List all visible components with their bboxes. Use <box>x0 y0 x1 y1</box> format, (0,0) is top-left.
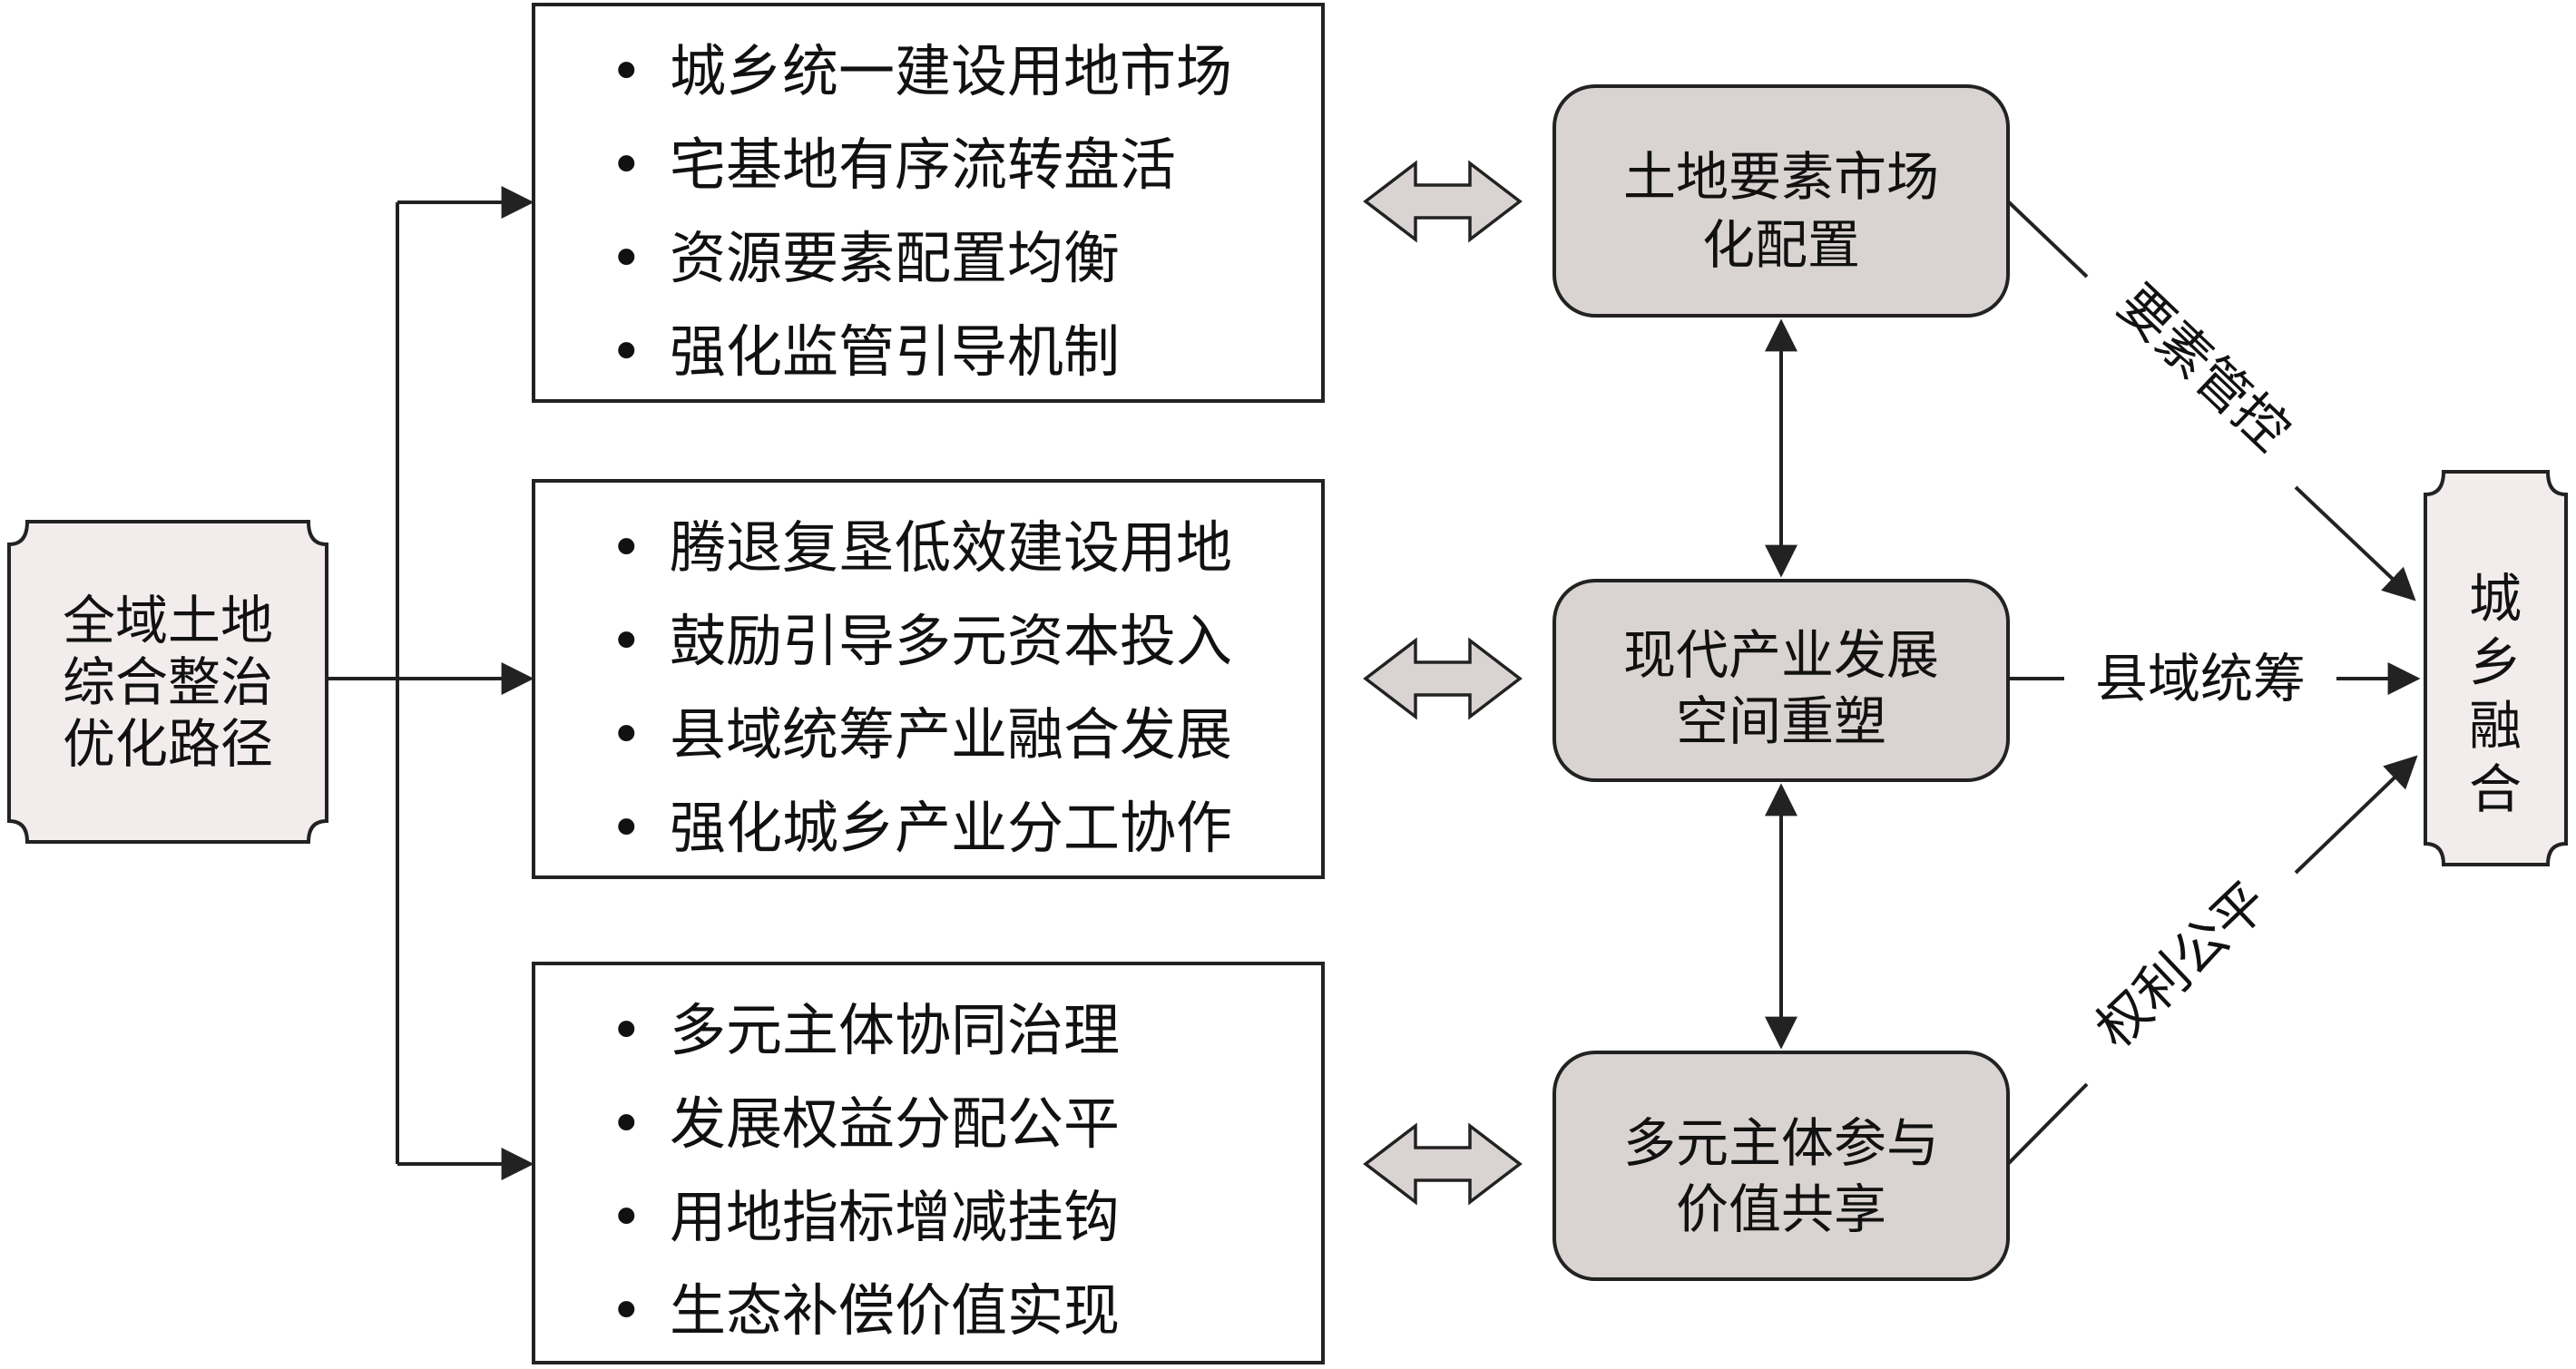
list-1-item-2: 宅基地有序流转盘活 <box>670 132 1176 198</box>
mechanism-3-line-2: 价值共享 <box>1676 1178 1886 1240</box>
list-3-item-4: 生态补偿价值实现 <box>670 1277 1120 1344</box>
mechanism-1-line-1: 土地要素市场 <box>1623 146 1939 208</box>
list-box-1 <box>532 3 1325 403</box>
edge-top: 要素管控 <box>2006 200 2416 601</box>
bullet-icon: • <box>610 1184 643 1250</box>
bullet-icon: • <box>610 701 643 768</box>
target-line-2-char-2: 合 <box>2469 758 2522 820</box>
list-3-item-2: 发展权益分配公平 <box>670 1090 1120 1157</box>
mechanism-1-line-2: 化配置 <box>1702 214 1860 276</box>
list-3-item-3: 用地指标增减挂钩 <box>670 1184 1120 1250</box>
edge-label-top: 要素管控 <box>2106 273 2301 463</box>
list-box-3 <box>532 962 1325 1364</box>
double-arrow-3 <box>1363 1122 1523 1206</box>
bullet-icon: • <box>610 318 643 385</box>
list-box-2 <box>532 479 1325 879</box>
bullet-icon: • <box>610 997 643 1063</box>
source-box: 全域土地 综合整治 优化路径 <box>7 520 328 844</box>
branch-connectors <box>327 186 534 1180</box>
target-line-2-char-1: 融 <box>2469 695 2522 757</box>
bullet-icon: • <box>610 38 643 104</box>
source-line-3: 优化路径 <box>63 713 273 775</box>
list-1-item-1: 城乡统一建设用地市场 <box>670 38 1232 104</box>
list-2-item-2: 鼓励引导多元资本投入 <box>670 608 1232 674</box>
source-line-1: 全域土地 <box>63 590 273 651</box>
list-2-item-3: 县域统筹产业融合发展 <box>670 701 1232 768</box>
edge-label-middle: 县域统筹 <box>2095 648 2306 709</box>
bullet-icon: • <box>610 132 643 198</box>
bullet-icon: • <box>610 514 643 581</box>
list-2-item-1: 腾退复垦低效建设用地 <box>670 514 1232 581</box>
list-1-item-3: 资源要素配置均衡 <box>670 225 1120 291</box>
mechanism-box-1: 土地要素市场 化配置 <box>1552 84 2010 318</box>
mechanism-2-line-1: 现代产业发展 <box>1623 624 1939 686</box>
target-line-1-char-1: 城 <box>2469 568 2522 630</box>
bullet-icon: • <box>610 608 643 674</box>
mechanism-2-line-2: 空间重塑 <box>1676 690 1886 752</box>
bullet-icon: • <box>610 1277 643 1344</box>
source-line-2: 综合整治 <box>63 651 273 713</box>
bullet-icon: • <box>610 1090 643 1157</box>
target-line-1-char-2: 乡 <box>2469 631 2522 693</box>
double-arrow-1 <box>1363 160 1523 243</box>
edge-bottom: 权利公平 <box>2006 755 2418 1166</box>
list-items: • 城乡统一建设用地市场 • 宅基地有序流转盘活 • 资源要素配置均衡 • 强化监管引导机制 •… <box>610 38 1232 1344</box>
list-2-item-4: 强化城乡产业分工协作 <box>670 795 1232 861</box>
mechanism-box-3: 多元主体参与 价值共享 <box>1552 1051 2010 1281</box>
list-1-item-4: 强化监管引导机制 <box>670 318 1120 385</box>
mechanism-box-2: 现代产业发展 空间重塑 <box>1552 579 2010 782</box>
bullet-icon: • <box>610 795 643 861</box>
bullet-icon: • <box>610 225 643 291</box>
double-arrow-2 <box>1363 637 1523 720</box>
edge-label-bottom: 权利公平 <box>2084 870 2279 1060</box>
target-box: 城 乡 融 合 <box>2424 470 2568 866</box>
edge-middle: 县域统筹 <box>2008 648 2421 709</box>
list-3-item-1: 多元主体协同治理 <box>670 997 1120 1063</box>
mechanism-3-line-1: 多元主体参与 <box>1623 1112 1939 1174</box>
